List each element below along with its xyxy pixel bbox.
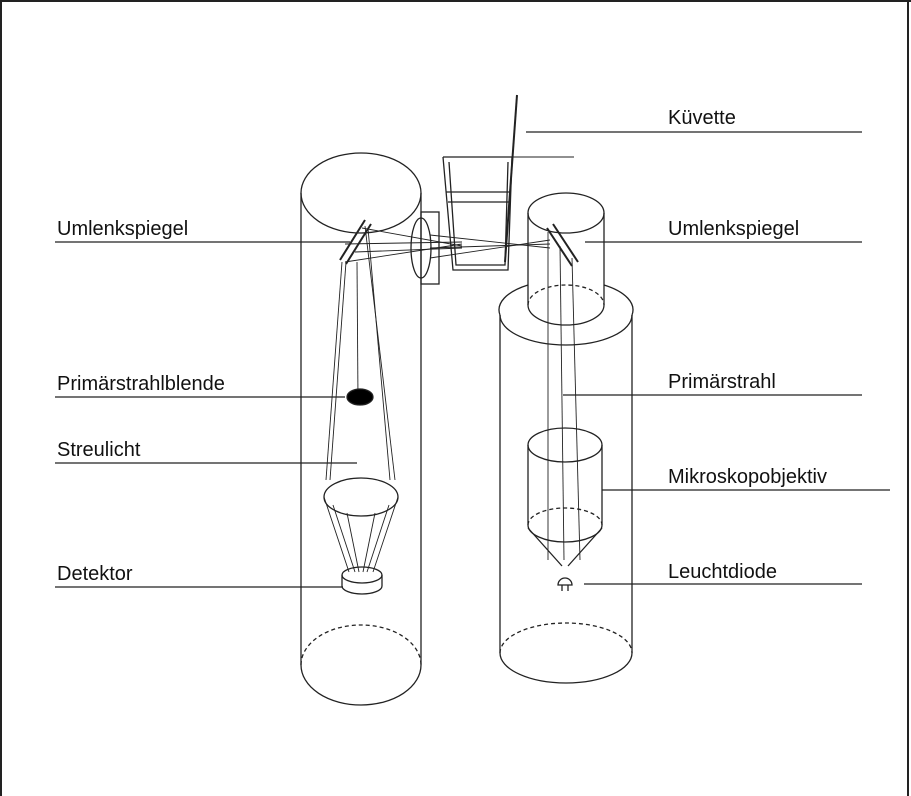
right-large-cylinder: [498, 284, 634, 684]
right-mirror: [546, 223, 579, 267]
right-small-cylinder: [527, 192, 605, 326]
detector-shape: [341, 566, 383, 595]
left-beams: [325, 225, 463, 481]
label-streulicht: Streulicht: [57, 439, 141, 461]
microscope-objective: [527, 427, 603, 567]
label-umlenkspiegel-right: Umlenkspiegel: [668, 218, 800, 240]
cuvette: [442, 94, 574, 271]
label-detektor: Detektor: [57, 563, 133, 585]
primary-beam-stop: [346, 388, 374, 406]
label-umlenkspiegel-left: Umlenkspiegel: [57, 218, 189, 240]
led: [557, 577, 573, 591]
leader-lines: [55, 131, 890, 588]
label-primaerstrahlblende: Primärstrahlblende: [57, 373, 225, 395]
label-leuchtdiode: Leuchtdiode: [668, 561, 777, 583]
label-primaerstrahl: Primärstrahl: [668, 371, 776, 393]
label-mikroskopobjektiv: Mikroskopobjektiv: [668, 466, 827, 488]
label-kuevette: Küvette: [668, 107, 736, 129]
